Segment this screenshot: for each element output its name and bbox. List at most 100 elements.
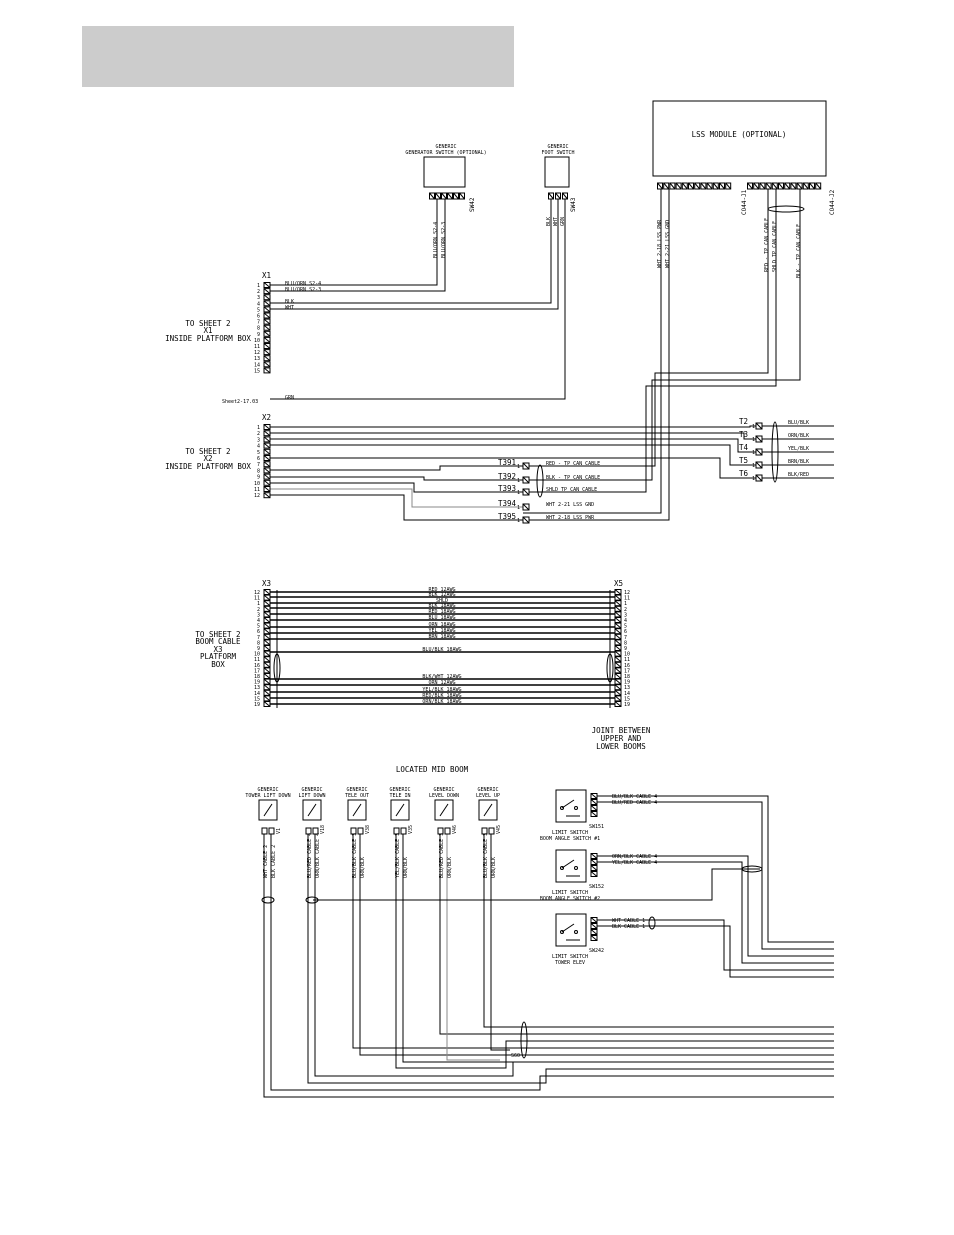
x1-pin-number: 6 bbox=[257, 314, 260, 320]
x3-label-1: TO SHEET 2 bbox=[195, 630, 240, 639]
valve-connector-pin bbox=[312, 827, 319, 835]
x1-pin bbox=[263, 337, 271, 343]
terminal-pin-number: 1 bbox=[752, 424, 755, 430]
terminal-mark bbox=[522, 476, 530, 484]
valve-wire-1: WHT CABLE 2 bbox=[263, 845, 269, 878]
limit-switch-pin bbox=[590, 917, 598, 923]
lss-j1-connector-pin bbox=[712, 182, 719, 190]
limit-switch-title-2: BOOM ANGLE SWITCH #1 bbox=[540, 836, 600, 842]
x2-pin bbox=[263, 473, 271, 480]
terminal-t393-id: T393 bbox=[498, 484, 516, 493]
x2-pin-number: 4 bbox=[257, 444, 260, 450]
x3-pin-number: 6 bbox=[257, 629, 260, 635]
foot-switch-wire-3: GRN bbox=[560, 217, 566, 226]
valve-cable-shield-symbol bbox=[305, 896, 319, 904]
boom-wire-label: RED 18AWG bbox=[428, 609, 455, 615]
limit-switch-pin bbox=[590, 799, 598, 805]
x5-pin-number: 11 bbox=[624, 596, 630, 602]
valve-wire-1: BLU/BLK CABLE 3 bbox=[483, 833, 489, 878]
x3-pin-number: 13 bbox=[254, 685, 260, 691]
terminal-t6-wire: BLK/RED bbox=[788, 472, 809, 478]
limit-switch-title-2: BOOM ANGLE SWITCH #2 bbox=[540, 896, 600, 902]
valve-wire-2: ORN/BLK bbox=[447, 857, 453, 878]
x5-pin-number: 6 bbox=[624, 629, 627, 635]
lss-j1-connector-pin bbox=[657, 182, 663, 190]
boom-wire-label: ORN 12AWG bbox=[428, 680, 455, 686]
terminal-mark bbox=[522, 516, 530, 524]
wire-x2-10 bbox=[270, 488, 523, 508]
valve-title-1: GENERIC bbox=[301, 787, 322, 793]
foot-switch-wire-2: WHT bbox=[553, 217, 559, 226]
x1-wire-1: BLU/ORN S2-4 bbox=[285, 281, 321, 287]
lss-j2-connector-pin bbox=[784, 182, 791, 190]
x3-pin-number: 14 bbox=[254, 691, 260, 697]
gen-switch-wire-1: BLU/ORN S2-4 bbox=[433, 222, 439, 258]
lss-j2-label: CO44-J2 bbox=[829, 189, 836, 215]
x1-pin bbox=[263, 306, 271, 313]
x5-id: X5 bbox=[614, 579, 623, 588]
x5-pin bbox=[614, 628, 622, 635]
gen-switch-connector-pin bbox=[459, 192, 465, 200]
x5-pin bbox=[614, 611, 622, 618]
limit-switch-pin bbox=[590, 929, 598, 935]
lss-j1-label: CO44-J1 bbox=[741, 189, 748, 215]
limit-switch-title-1: LIMIT SWITCH bbox=[552, 954, 588, 960]
boom-wire-label: BLU/BLK 18AWG bbox=[422, 647, 461, 653]
foot-switch-title-2: FOOT SWITCH bbox=[541, 150, 574, 156]
wire-sw152-1 bbox=[597, 855, 834, 957]
limit-switch-title-2: TOWER ELEV bbox=[555, 960, 585, 966]
terminal-t394-wire: WHT 2-21 LSS GND bbox=[546, 502, 594, 508]
wire-x2-3 bbox=[270, 438, 756, 453]
valve-title-2: LEVEL DOWN bbox=[429, 793, 459, 799]
x3-pin bbox=[263, 622, 271, 629]
foot-switch-box bbox=[544, 156, 570, 188]
wire-lss-gnd bbox=[523, 189, 670, 521]
lss-j2-connector-pin bbox=[815, 182, 822, 190]
wire-x2-8 bbox=[270, 476, 523, 481]
lss-module-label: LSS MODULE (OPTIONAL) bbox=[692, 130, 787, 139]
lss-j2-wire-2: SHLD TP CAN CABLE bbox=[772, 221, 778, 272]
valve-title-2: TOWER LIFT DOWN bbox=[245, 793, 290, 799]
x1-pin-number: 12 bbox=[254, 350, 260, 356]
x5-pin bbox=[614, 600, 622, 607]
can-cable-shield-symbol bbox=[536, 464, 544, 498]
x3-pin-number: 11 bbox=[254, 596, 260, 602]
x5-pin bbox=[614, 667, 622, 674]
x2-pin-number: 8 bbox=[257, 468, 260, 474]
x1-pin-number: 11 bbox=[254, 344, 260, 350]
x5-pin-number: 3 bbox=[624, 612, 627, 618]
x3-label-2: BOOM CABLE bbox=[195, 637, 241, 646]
x5-cable-shield-symbol bbox=[606, 653, 614, 683]
limit-switch-pin bbox=[590, 811, 598, 817]
x1-pin-number: 10 bbox=[254, 338, 260, 344]
x3-pin bbox=[263, 678, 271, 685]
x2-pin bbox=[263, 492, 271, 499]
x3-pin bbox=[263, 645, 271, 651]
x2-pin bbox=[263, 442, 271, 449]
valve-wire-2: BLK CABLE 2 bbox=[271, 845, 277, 878]
x3-label-5: BOX bbox=[211, 660, 225, 669]
boom-wire-label: YEL/BLK 18AWG bbox=[422, 687, 461, 693]
x3-pin bbox=[263, 684, 271, 691]
terminal-mark bbox=[755, 448, 763, 456]
valve-wire-2: ORN/BLK bbox=[491, 857, 497, 878]
lss-j1-connector-pin bbox=[700, 182, 707, 190]
lss-j2-connector-pin bbox=[790, 182, 797, 190]
valve-id: V45 bbox=[496, 825, 502, 834]
wire-v45-1 bbox=[483, 834, 834, 1028]
x5-pin bbox=[614, 689, 622, 696]
x1-pin-number: 5 bbox=[257, 307, 260, 313]
gen-switch-title-1: GENERIC bbox=[435, 144, 456, 150]
valve-connector-pin bbox=[437, 827, 444, 835]
x5-pin bbox=[614, 645, 622, 651]
lss-j1-connector-pin bbox=[719, 182, 725, 190]
gen-switch-connector-pin bbox=[429, 192, 435, 200]
x5-pin-number: 9 bbox=[624, 646, 627, 652]
terminal-t4-id: T4 bbox=[739, 443, 749, 452]
x3-pin-number: 5 bbox=[257, 624, 260, 630]
foot-switch-connector-pin bbox=[555, 192, 561, 200]
terminal-t3-wire: ORN/BLK bbox=[788, 433, 809, 439]
x3-pin-number: 2 bbox=[257, 607, 260, 613]
grn-wire: GRN bbox=[285, 395, 294, 401]
gen-switch-connector-pin bbox=[453, 192, 459, 200]
